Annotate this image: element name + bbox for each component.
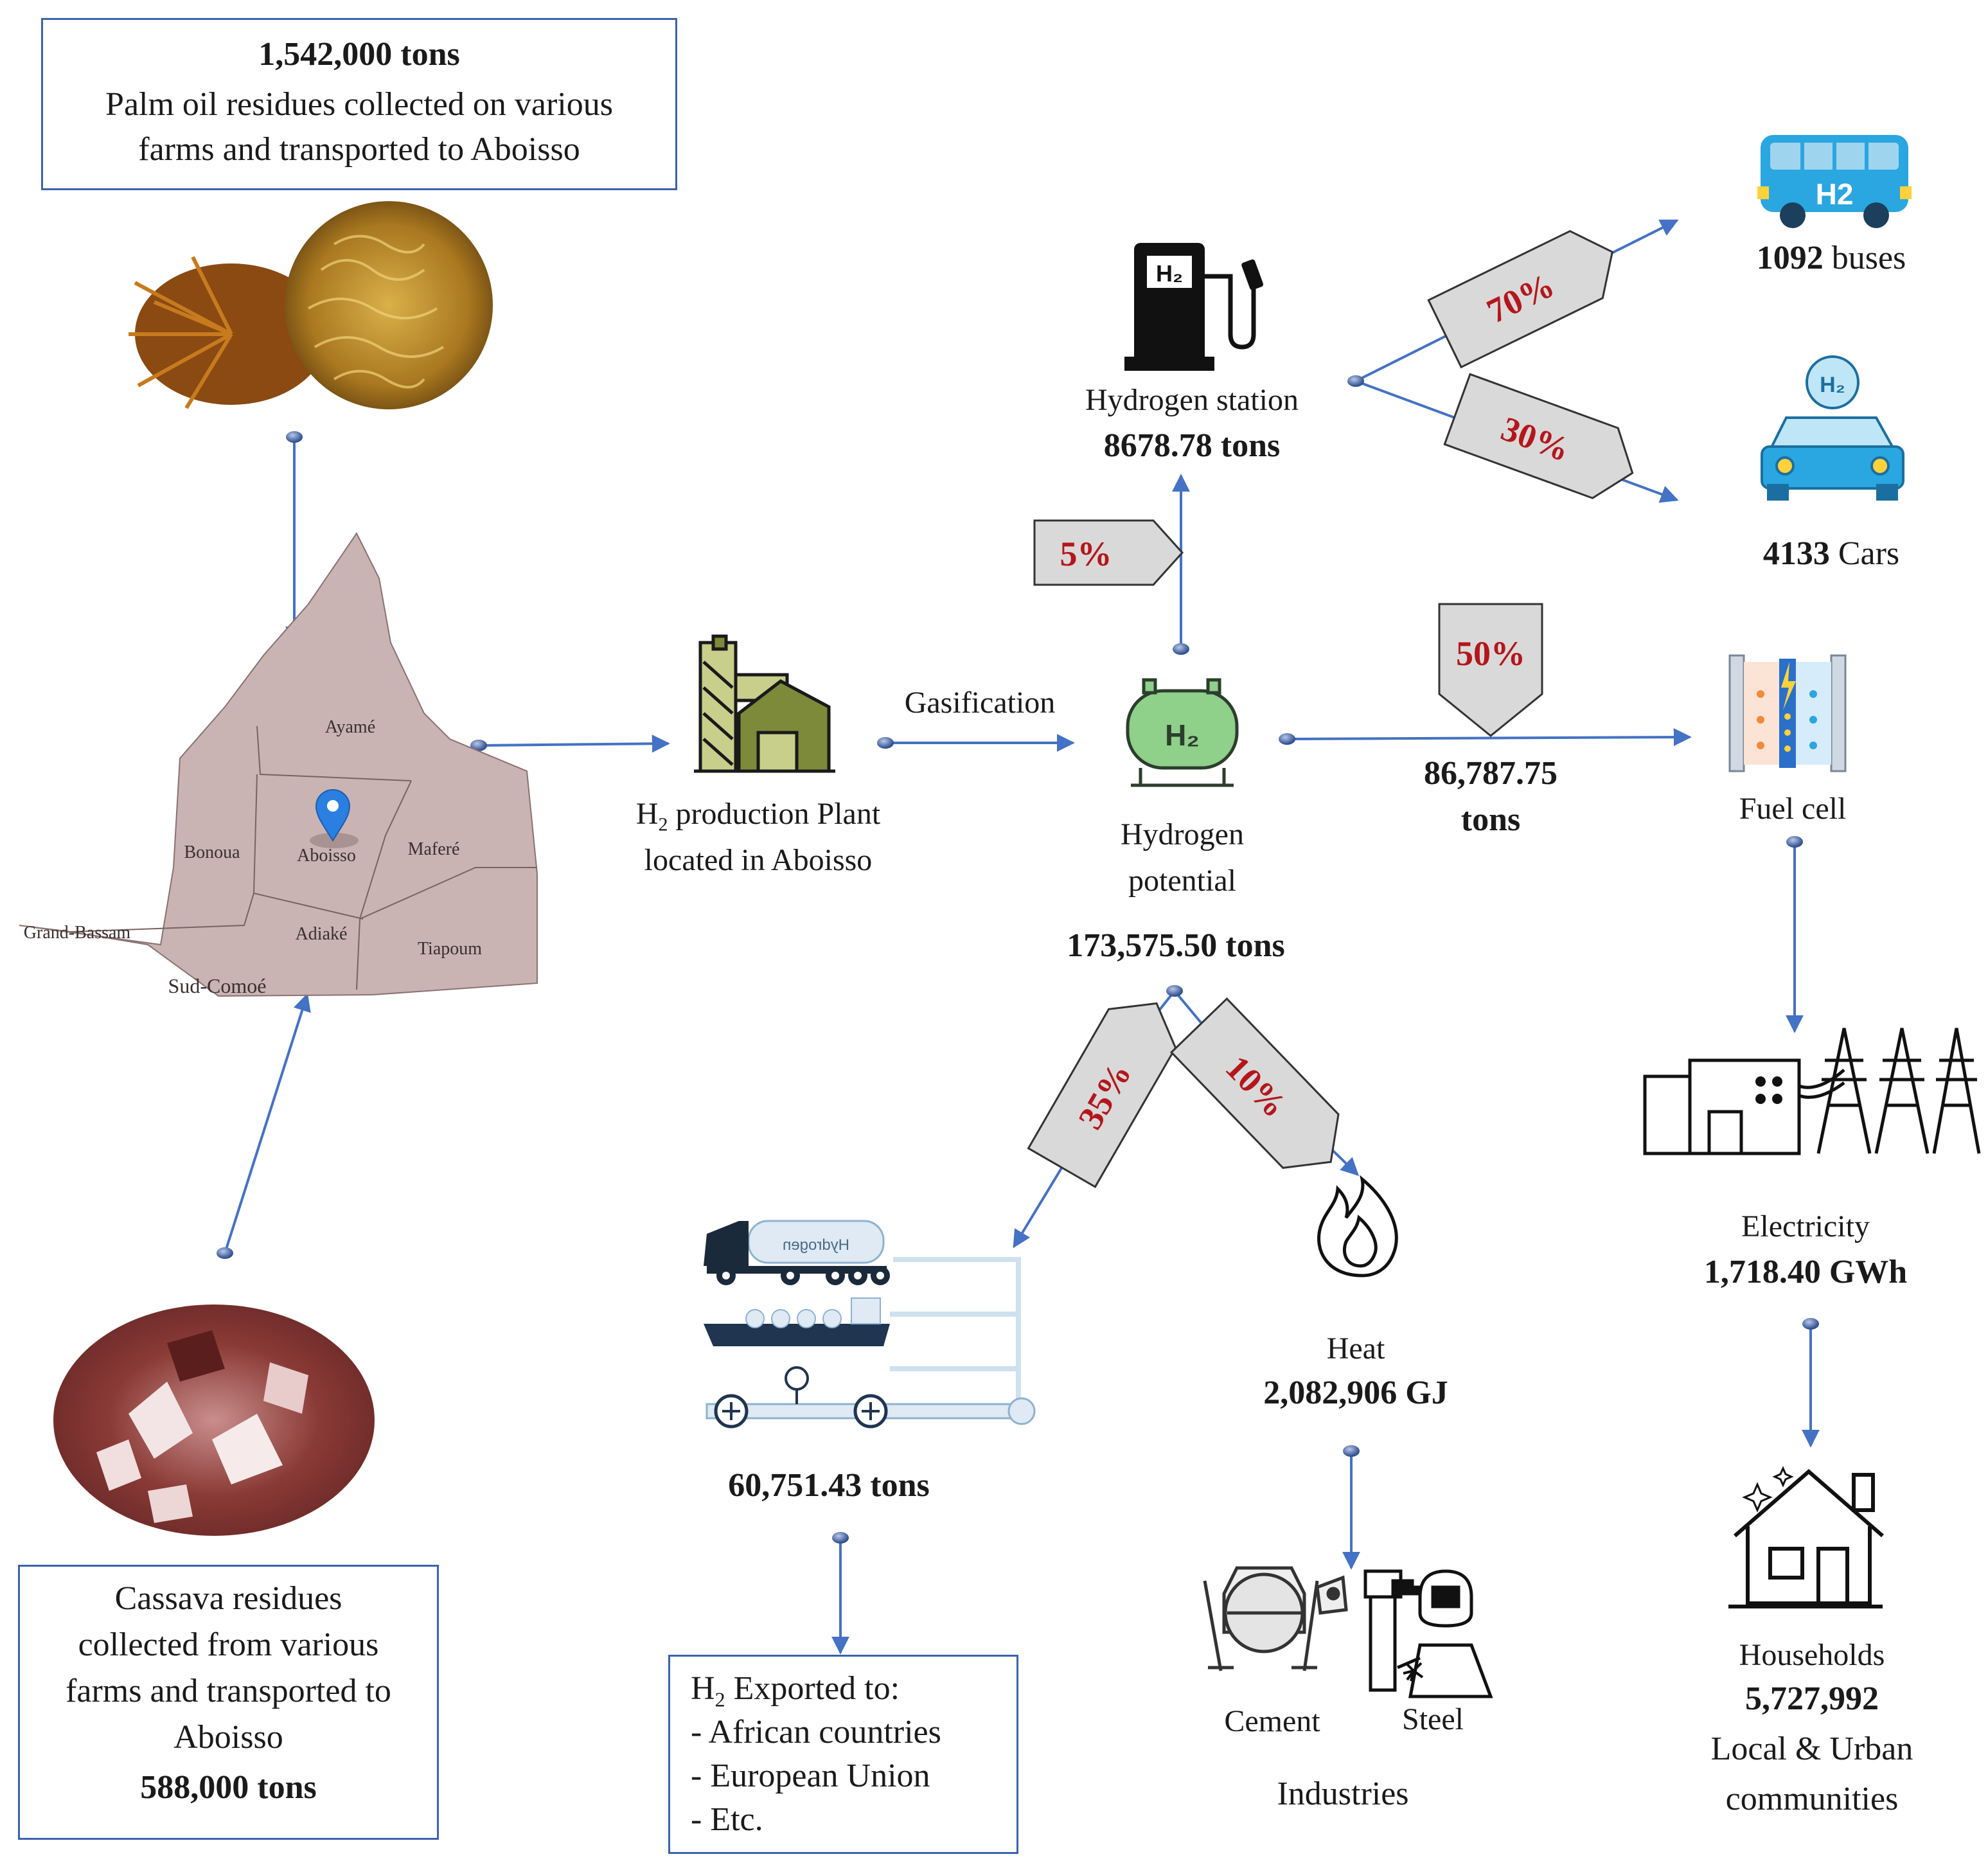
fuelcell-flow-line2: tons	[1460, 801, 1521, 838]
cassava-line3: farms and transported to	[66, 1673, 391, 1709]
map-label-adiake: Adiaké	[296, 924, 348, 944]
tag-cars-30pct: 30%	[1443, 373, 1634, 499]
fuel-cell-icon	[1728, 654, 1847, 772]
export-amount: 60,751.43 tons	[728, 1467, 930, 1504]
tag-fuelcell-50pct: 50%	[1438, 603, 1543, 737]
percentage-tags: 5% 70% 30% 50% 35% 10%	[1027, 229, 1634, 1188]
arrow-map-to-plant	[478, 735, 670, 753]
cars-label: 4133 Cars	[1762, 535, 1900, 572]
power-grid-icon	[1643, 1028, 1981, 1155]
map-label-tiapoum: Tiapoum	[418, 939, 482, 959]
gasification-label: Gasification	[904, 686, 1056, 720]
plant-label-line1: H2 production Plant	[635, 797, 881, 835]
potential-amount: 173,575.50 tons	[1067, 927, 1285, 964]
households-amount: 5,727,992	[1745, 1680, 1879, 1717]
cassava-line2: collected from various	[78, 1626, 379, 1663]
export-transport-icons: Hydrogen	[704, 1220, 1036, 1429]
hydrogen-pump-icon: H₂	[1124, 243, 1264, 371]
electricity-amount: 1,718.40 GWh	[1703, 1254, 1908, 1290]
flame-icon	[1317, 1175, 1398, 1278]
export-destinations-box: H2 Exported to: - African countries - Eu…	[668, 1655, 1018, 1854]
electricity-label: Electricity	[1741, 1209, 1870, 1243]
map-label-grand-bassam: Grand-Bassam	[24, 923, 131, 943]
hydrogen-car-icon: H₂	[1761, 355, 1904, 501]
svg-text:H₂: H₂	[1820, 373, 1845, 397]
tag-buses-70pct: 70%	[1427, 229, 1614, 369]
hydrogen-ship-icon	[704, 1297, 890, 1346]
tag-export-35pct: 35%	[1027, 1002, 1177, 1188]
station-amount: 8678.78 tons	[1103, 427, 1281, 464]
map-label-aboisso: Aboisso	[297, 846, 356, 866]
export-heading: H2 Exported to:	[691, 1670, 900, 1711]
factory-icon	[694, 634, 835, 773]
communities-line1: Local & Urban	[1710, 1731, 1913, 1767]
heat-amount: 2,082,906 GJ	[1263, 1375, 1448, 1411]
plant-label-line2: located in Aboisso	[644, 843, 873, 877]
cassava-line4: Aboisso	[173, 1719, 283, 1756]
map-label-mafere: Maferé	[408, 839, 460, 859]
tag-station-5pct: 5%	[1033, 519, 1184, 586]
arrow-potential-to-fuelcell	[1286, 728, 1692, 747]
house-icon	[1728, 1466, 1884, 1608]
steel-label: Steel	[1402, 1702, 1464, 1736]
svg-text:H₂: H₂	[1165, 718, 1200, 752]
truck-label: Hydrogen	[783, 1236, 849, 1254]
potential-label-line2: potential	[1128, 864, 1236, 898]
palm-amount: 1,542,000 tons	[258, 36, 460, 73]
welder-icon	[1363, 1569, 1493, 1698]
cassava-amount: 588,000 tons	[140, 1769, 317, 1806]
map-label-sud-comoe: Sud-Comoé	[168, 974, 267, 997]
industries-label: Industries	[1277, 1776, 1409, 1812]
palm-residue-box: 1,542,000 tons Palm oil residues collect…	[41, 18, 677, 190]
export-item-africa: - African countries	[691, 1714, 941, 1750]
hydrogen-bus-icon: H2	[1757, 135, 1912, 228]
export-item-eu: - European Union	[691, 1758, 930, 1794]
station-label: Hydrogen station	[1085, 383, 1299, 417]
buses-label: 1092 buses	[1756, 240, 1906, 276]
export-item-etc: - Etc.	[691, 1801, 763, 1838]
cassava-line1: Cassava residues	[114, 1580, 342, 1617]
cement-label: Cement	[1224, 1704, 1320, 1738]
cassava-residue-image	[53, 1305, 375, 1536]
palm-desc-line1: Palm oil residues collected on various	[105, 86, 613, 123]
communities-line2: communities	[1725, 1781, 1899, 1817]
map-label-ayame: Ayamé	[325, 717, 375, 737]
palm-residue-image	[129, 201, 493, 409]
palm-desc-line2: farms and transported to Aboisso	[138, 131, 580, 168]
fuelcell-label: Fuel cell	[1739, 792, 1847, 826]
svg-text:H2: H2	[1816, 177, 1854, 211]
fuelcell-flow-line1: 86,787.75	[1424, 755, 1558, 792]
sud-comoe-map: Ayamé Bonoua Aboisso Maferé Grand-Bassam…	[19, 532, 538, 997]
hydrogen-pipeline-icon	[706, 1366, 1036, 1429]
households-label: Households	[1739, 1638, 1885, 1672]
tag-heat-10pct: 10%	[1169, 997, 1340, 1169]
map-label-bonoua: Bonoua	[184, 842, 240, 862]
svg-text:50%: 50%	[1456, 634, 1525, 673]
cement-mixer-icon	[1203, 1566, 1348, 1671]
svg-text:H₂: H₂	[1156, 260, 1183, 287]
arrow-cassava-to-map	[224, 993, 311, 1254]
hydrogen-tank-icon: H₂	[1126, 678, 1239, 787]
hydrogen-truck-icon: Hydrogen	[704, 1220, 890, 1285]
connector-dots	[217, 375, 1819, 1544]
potential-label-line1: Hydrogen	[1121, 817, 1244, 851]
location-pin-icon	[310, 789, 359, 848]
cassava-residue-box: Cassava residues collected from various …	[18, 1565, 439, 1840]
heat-label: Heat	[1326, 1331, 1385, 1366]
svg-text:5%: 5%	[1060, 535, 1112, 573]
